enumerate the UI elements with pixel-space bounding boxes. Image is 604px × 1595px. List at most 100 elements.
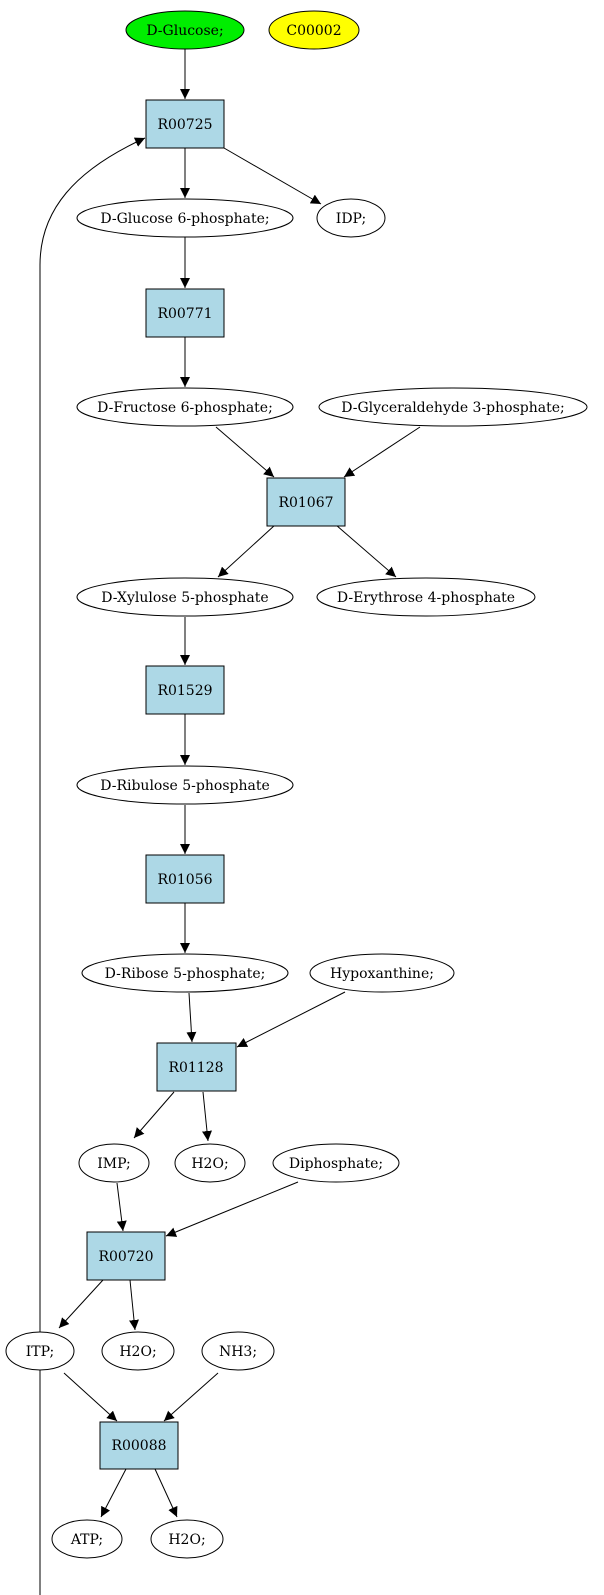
- edge-nh3-to-r00088: [163, 1372, 219, 1422]
- edge-fructose6p-to-r01067: [215, 426, 275, 478]
- compound-ellipse: [268, 10, 360, 50]
- reaction-box: [86, 1231, 166, 1281]
- compound-ellipse: [76, 577, 294, 617]
- edge-r00088-to-atp: [100, 1468, 127, 1518]
- edge-r00725-to-idp: [223, 147, 322, 205]
- nodes: D-Glucose; C00002 R00725 D-Glucose 6-pho…: [5, 10, 588, 1559]
- compound-node-d-ribulose-5-phosphate[interactable]: D-Ribulose 5-phosphate: [76, 765, 294, 805]
- reaction-label: R00088: [111, 1438, 166, 1454]
- edges: [39, 48, 421, 1595]
- compound-ellipse: [125, 10, 245, 50]
- compound-label: H2O;: [119, 1344, 156, 1360]
- compound-label: D-Xylulose 5-phosphate: [101, 590, 268, 606]
- compound-label: Hypoxanthine;: [330, 966, 434, 982]
- compound-node-d-glyceraldehyde-3-phosphate[interactable]: D-Glyceraldehyde 3-phosphate;: [318, 387, 588, 427]
- edge-itp-to-r00088: [63, 1372, 118, 1422]
- compound-ellipse: [316, 198, 386, 238]
- edge-diphosphate-to-r00720: [165, 1181, 299, 1237]
- compound-node-imp[interactable]: IMP;: [78, 1143, 150, 1183]
- compound-ellipse: [150, 1519, 224, 1559]
- compound-node-h2o-2[interactable]: H2O;: [101, 1331, 175, 1371]
- edge-r01067-to-xylulose5p: [217, 524, 276, 578]
- compound-node-atp[interactable]: ATP;: [51, 1519, 123, 1559]
- reaction-label: R00771: [157, 306, 212, 322]
- compound-label: D-Glyceraldehyde 3-phosphate;: [341, 400, 564, 416]
- reaction-node-r01128[interactable]: R01128: [156, 1042, 237, 1092]
- compound-ellipse: [76, 198, 294, 238]
- edge-imp-to-r00720: [116, 1182, 127, 1232]
- compound-ellipse: [78, 1143, 150, 1183]
- edge-r00088-to-h2o-3: [154, 1468, 178, 1518]
- reaction-box: [266, 477, 346, 527]
- reaction-node-r00720[interactable]: R00720: [86, 1231, 166, 1281]
- compound-label: Diphosphate;: [289, 1156, 383, 1172]
- reaction-box: [156, 1042, 237, 1092]
- reaction-label: R00720: [98, 1249, 153, 1265]
- compound-label: D-Glucose;: [146, 23, 223, 39]
- edge-r01128-to-imp: [133, 1091, 175, 1139]
- reaction-node-r00771[interactable]: R00771: [145, 288, 225, 338]
- edge-hypoxanthine-to-r01128: [236, 991, 346, 1048]
- compound-label: C00002: [286, 23, 341, 39]
- compound-label: NH3;: [219, 1344, 257, 1360]
- reaction-label: R01067: [278, 495, 333, 511]
- compound-node-diphosphate[interactable]: Diphosphate;: [272, 1143, 400, 1183]
- compound-label: H2O;: [191, 1156, 228, 1172]
- edge-glyceraldehyde3p-to-r01067: [343, 426, 421, 478]
- reaction-label: R00725: [157, 117, 212, 133]
- reaction-label: R01128: [168, 1060, 223, 1076]
- compound-node-d-xylulose-5-phosphate[interactable]: D-Xylulose 5-phosphate: [76, 577, 294, 617]
- reaction-node-r01529[interactable]: R01529: [145, 665, 225, 715]
- reaction-node-r01056[interactable]: R01056: [145, 854, 225, 904]
- compound-node-d-fructose-6-phosphate[interactable]: D-Fructose 6-phosphate;: [76, 387, 294, 427]
- edge-r01067-to-erythrose4p: [335, 524, 397, 578]
- compound-label: H2O;: [168, 1532, 205, 1548]
- compound-label: D-Fructose 6-phosphate;: [97, 400, 273, 416]
- compound-label: D-Ribulose 5-phosphate: [100, 778, 270, 794]
- compound-ellipse: [76, 387, 294, 427]
- compound-node-nh3[interactable]: NH3;: [201, 1331, 275, 1371]
- compound-label: ATP;: [70, 1532, 103, 1548]
- compound-ellipse: [81, 953, 289, 993]
- edge-r00720-to-h2o-2: [129, 1279, 139, 1331]
- reaction-label: R01529: [157, 683, 212, 699]
- edge-ribose5p-to-r01128: [186, 992, 197, 1043]
- reaction-box: [145, 665, 225, 715]
- compound-label: D-Glucose 6-phosphate;: [100, 211, 269, 227]
- compound-label: ITP;: [26, 1344, 55, 1360]
- reaction-box: [145, 854, 225, 904]
- reaction-box: [145, 99, 225, 149]
- compound-node-d-glucose[interactable]: D-Glucose;: [125, 10, 245, 50]
- compound-label: D-Ribose 5-phosphate;: [105, 966, 266, 982]
- compound-ellipse: [76, 765, 294, 805]
- compound-node-h2o-3[interactable]: H2O;: [150, 1519, 224, 1559]
- compound-ellipse: [272, 1143, 400, 1183]
- reaction-box: [99, 1421, 179, 1470]
- compound-label: D-Erythrose 4-phosphate: [337, 590, 515, 606]
- compound-ellipse: [201, 1331, 275, 1371]
- reaction-node-r01067[interactable]: R01067: [266, 477, 346, 527]
- compound-node-idp[interactable]: IDP;: [316, 198, 386, 238]
- compound-label: IDP;: [336, 211, 366, 227]
- compound-ellipse: [318, 387, 588, 427]
- compound-node-d-erythrose-4-phosphate[interactable]: D-Erythrose 4-phosphate: [316, 577, 536, 617]
- compound-ellipse: [316, 577, 536, 617]
- edge-r00720-to-itp: [58, 1279, 104, 1329]
- compound-node-hypoxanthine[interactable]: Hypoxanthine;: [309, 953, 455, 993]
- reaction-label: R01056: [157, 872, 212, 888]
- compound-node-h2o-1[interactable]: H2O;: [174, 1143, 246, 1183]
- edge-itp-to-r00725: [39, 137, 146, 1595]
- reaction-node-r00088[interactable]: R00088: [99, 1421, 179, 1470]
- compound-node-c00002[interactable]: C00002: [268, 10, 360, 50]
- compound-ellipse: [101, 1331, 175, 1371]
- compound-ellipse: [5, 1331, 75, 1371]
- compound-node-itp[interactable]: ITP;: [5, 1331, 75, 1371]
- compound-label: IMP;: [97, 1156, 131, 1172]
- reaction-box: [145, 288, 225, 338]
- edge-r01128-to-h2o-1: [202, 1091, 212, 1142]
- reaction-node-r00725[interactable]: R00725: [145, 99, 225, 149]
- compound-ellipse: [309, 953, 455, 993]
- compound-node-d-ribose-5-phosphate[interactable]: D-Ribose 5-phosphate;: [81, 953, 289, 993]
- compound-node-d-glucose-6-phosphate[interactable]: D-Glucose 6-phosphate;: [76, 198, 294, 238]
